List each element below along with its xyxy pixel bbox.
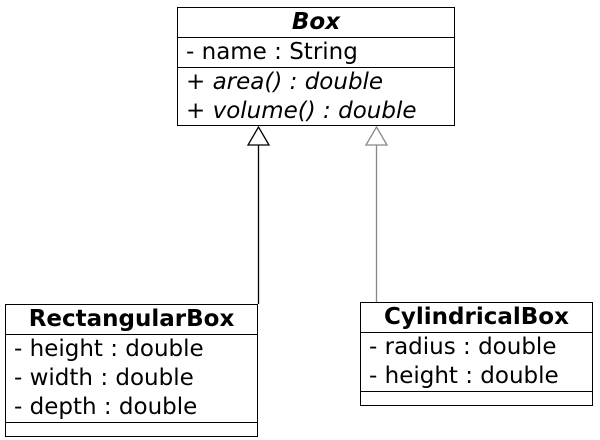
class-name-rectangularbox: RectangularBox [6, 305, 257, 335]
attribute-radius: - radius : double [369, 334, 557, 360]
operations-section-box: + area() : double + volume() : double [178, 68, 454, 126]
generalization-arrowhead-rectangularbox [246, 125, 271, 146]
attribute-width: - width : double [14, 365, 194, 391]
attribute-height: - height : double [369, 363, 559, 389]
operation-area: + area() : double [186, 69, 384, 95]
class-name-box: Box [178, 8, 454, 38]
attribute-name: - name : String [186, 39, 358, 65]
class-rectangularbox: RectangularBox - height : double - width… [5, 304, 258, 437]
attribute-height: - height : double [14, 336, 204, 362]
attributes-section-box: - name : String [178, 38, 454, 68]
attributes-section-rectangularbox: - height : double - width : double - dep… [6, 335, 257, 423]
attribute-depth: - depth : double [14, 394, 198, 420]
class-box: Box - name : String + area() : double + … [177, 7, 455, 126]
class-cylindricalbox: CylindricalBox - radius : double - heigh… [360, 302, 593, 406]
class-name-cylindricalbox: CylindricalBox [361, 303, 592, 333]
attributes-section-cylindricalbox: - radius : double - height : double [361, 333, 592, 392]
operation-volume: + volume() : double [186, 98, 417, 124]
operations-section-rectangularbox [6, 423, 257, 433]
operations-section-cylindricalbox [361, 392, 592, 402]
generalization-arrowhead-cylindricalbox [364, 125, 389, 146]
